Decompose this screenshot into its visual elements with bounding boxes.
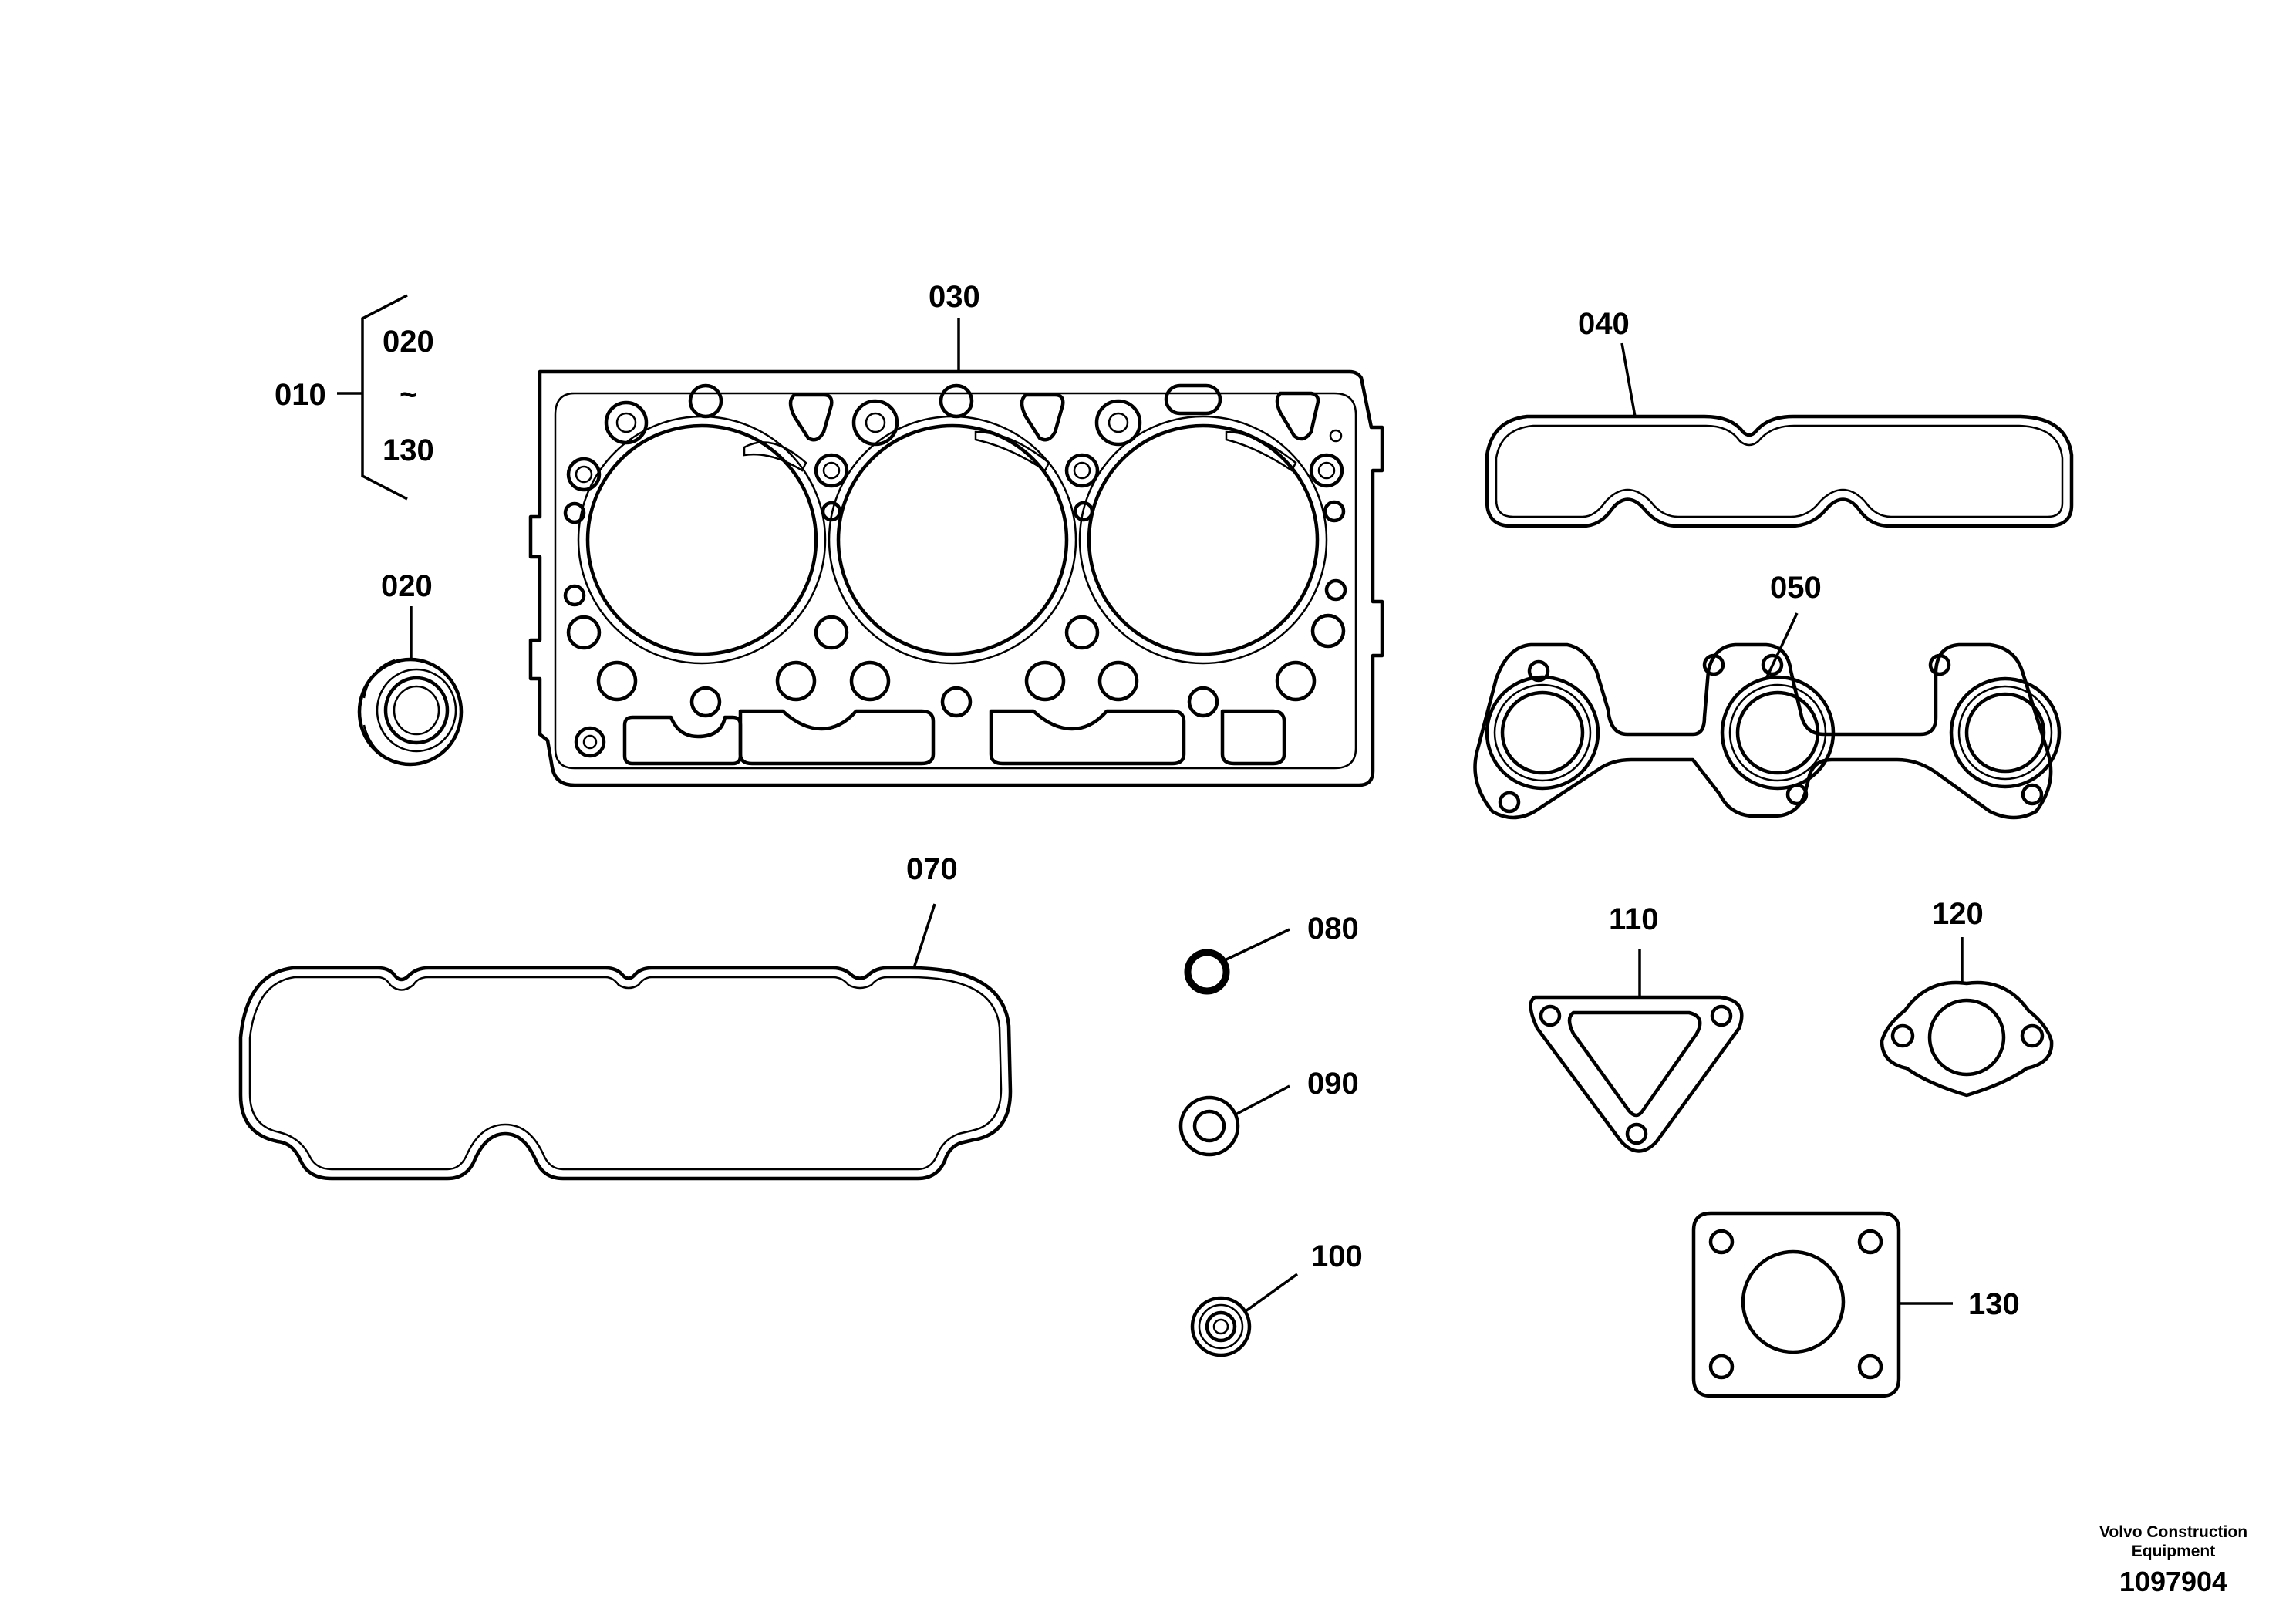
leader-070 xyxy=(912,903,936,969)
exhaust-manifold-gasket-050 xyxy=(1473,642,2062,820)
square-gasket-130 xyxy=(1691,1211,1901,1398)
range-tilde: ~ xyxy=(400,378,417,412)
callout-120: 120 xyxy=(1932,897,1984,931)
callout-130: 130 xyxy=(1968,1287,2020,1321)
o-ring-080 xyxy=(1184,949,1230,995)
company-name-line1: Volvo Construction xyxy=(2099,1523,2247,1541)
callout-range-end-130: 130 xyxy=(383,433,434,467)
callout-070: 070 xyxy=(906,852,958,886)
callout-110: 110 xyxy=(1609,902,1659,936)
flange-gasket-120 xyxy=(1880,980,2054,1098)
rocker-cover-gasket-040 xyxy=(1485,414,2074,528)
triangular-gasket-110 xyxy=(1529,995,1744,1153)
leader-100 xyxy=(1244,1273,1299,1313)
leader-080 xyxy=(1224,928,1290,962)
leader-040 xyxy=(1620,342,1637,417)
callout-010: 010 xyxy=(275,378,326,412)
seal-020 xyxy=(357,657,464,767)
leader-050 xyxy=(1765,612,1799,679)
callout-range-start-020: 020 xyxy=(383,325,434,359)
cylinder-head-gasket-030 xyxy=(528,369,1384,787)
leader-090 xyxy=(1235,1084,1290,1116)
callout-030: 030 xyxy=(929,280,980,314)
callout-050: 050 xyxy=(1770,571,1822,605)
callout-100: 100 xyxy=(1311,1239,1363,1273)
gasket-070 xyxy=(238,966,1013,1181)
callout-040: 040 xyxy=(1578,307,1630,341)
callout-020: 020 xyxy=(381,569,433,603)
callout-080: 080 xyxy=(1307,912,1359,946)
seal-100 xyxy=(1190,1296,1252,1357)
callout-090: 090 xyxy=(1307,1067,1359,1101)
drawing-number: 1097904 xyxy=(2119,1566,2227,1597)
kit-range-bracket xyxy=(337,294,408,501)
washer-090 xyxy=(1178,1095,1240,1157)
company-name-line2: Equipment xyxy=(2132,1543,2216,1560)
